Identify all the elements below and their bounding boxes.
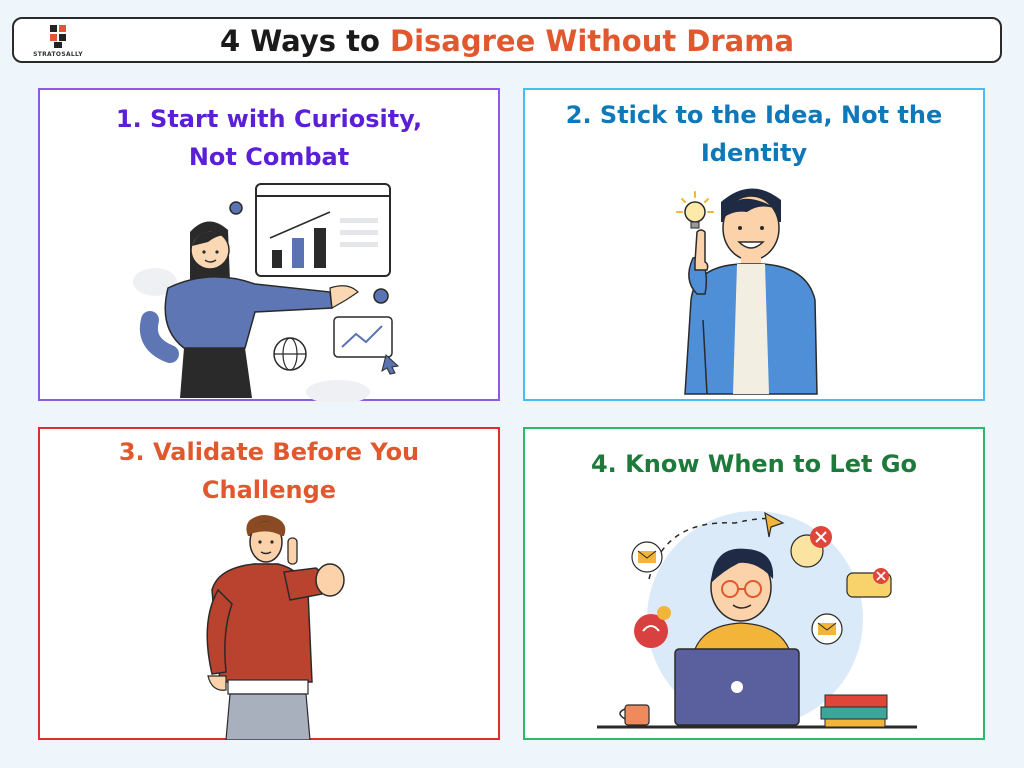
- tip-card-3: 3. Validate Before You Challenge: [38, 427, 500, 740]
- logo-text: STRATOSALLY: [33, 51, 83, 58]
- page-title: 4 Ways to Disagree Without Drama: [14, 25, 1000, 57]
- woman-presenting-chart-illustration: [133, 183, 400, 402]
- man-with-lightbulb-idea-illustration: [676, 188, 818, 395]
- card-2-title-line2: Identity: [700, 139, 808, 167]
- tip-card-1: 1. Start with Curiosity, Not Combat: [38, 88, 500, 402]
- card-3-title: 3. Validate Before You Challenge: [40, 433, 498, 509]
- card-4-title: 4. Know When to Let Go: [525, 445, 983, 483]
- man-pointing-illustration: [206, 515, 345, 740]
- tip-card-4: 4. Know When to Let Go: [523, 427, 985, 740]
- logo-mark-icon: [50, 25, 66, 48]
- card-3-title-line1: 3. Validate Before You: [118, 438, 420, 466]
- header-banner: STRATOSALLY 4 Ways to Disagree Without D…: [12, 17, 1002, 63]
- card-4-title-line1: 4. Know When to Let Go: [590, 450, 918, 478]
- title-accent: Disagree Without Drama: [390, 24, 795, 58]
- card-2-title: 2. Stick to the Idea, Not the Identity: [525, 96, 983, 172]
- card-3-title-line2: Challenge: [201, 476, 337, 504]
- card-1-title: 1. Start with Curiosity, Not Combat: [40, 100, 498, 176]
- card-1-title-line1: 1. Start with Curiosity,: [115, 105, 423, 133]
- stratosally-logo: STRATOSALLY: [30, 23, 86, 61]
- title-prefix: 4 Ways to: [219, 24, 380, 58]
- tip-card-2: 2. Stick to the Idea, Not the Identity: [523, 88, 985, 401]
- person-at-laptop-with-notifications-illustration: [597, 511, 917, 729]
- card-1-title-line2: Not Combat: [188, 143, 350, 171]
- card-2-title-line1: 2. Stick to the Idea, Not the: [565, 101, 943, 129]
